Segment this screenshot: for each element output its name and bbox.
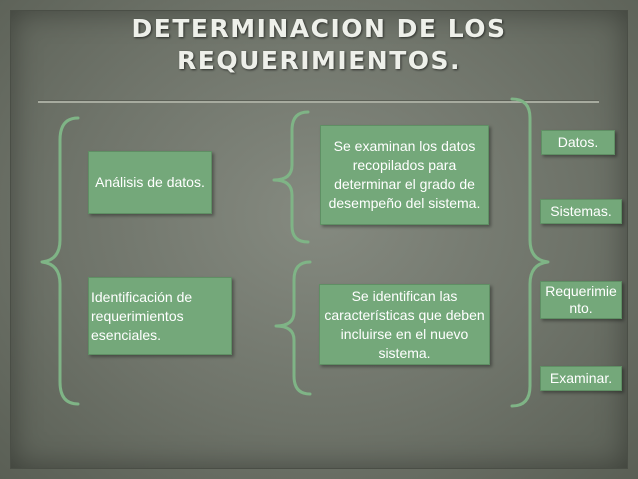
box-examinan-datos: Se examinan los datos recopilados para d… bbox=[320, 125, 489, 225]
upper-middle-brace bbox=[272, 110, 310, 244]
outer-left-brace bbox=[40, 116, 80, 406]
lower-middle-brace bbox=[274, 260, 312, 396]
slide-title-line-1: DETERMINACION DE LOS bbox=[131, 14, 507, 43]
slide-frame bbox=[10, 10, 628, 469]
label-requerimiento: Requerimiento. bbox=[540, 281, 622, 319]
box-identificacion-requerimientos: Identificación de requerimientos esencia… bbox=[88, 277, 232, 355]
box-identifican-caracteristicas: Se identifican las características que d… bbox=[319, 284, 490, 365]
title-divider bbox=[38, 100, 599, 103]
label-sistemas: Sistemas. bbox=[540, 199, 622, 224]
slide-title-line-2: REQUERIMIENTOS. bbox=[177, 46, 461, 75]
label-datos: Datos. bbox=[541, 130, 615, 155]
label-examinar: Examinar. bbox=[540, 366, 622, 391]
box-analisis-datos: Análisis de datos. bbox=[88, 151, 212, 214]
right-brace bbox=[510, 97, 550, 408]
